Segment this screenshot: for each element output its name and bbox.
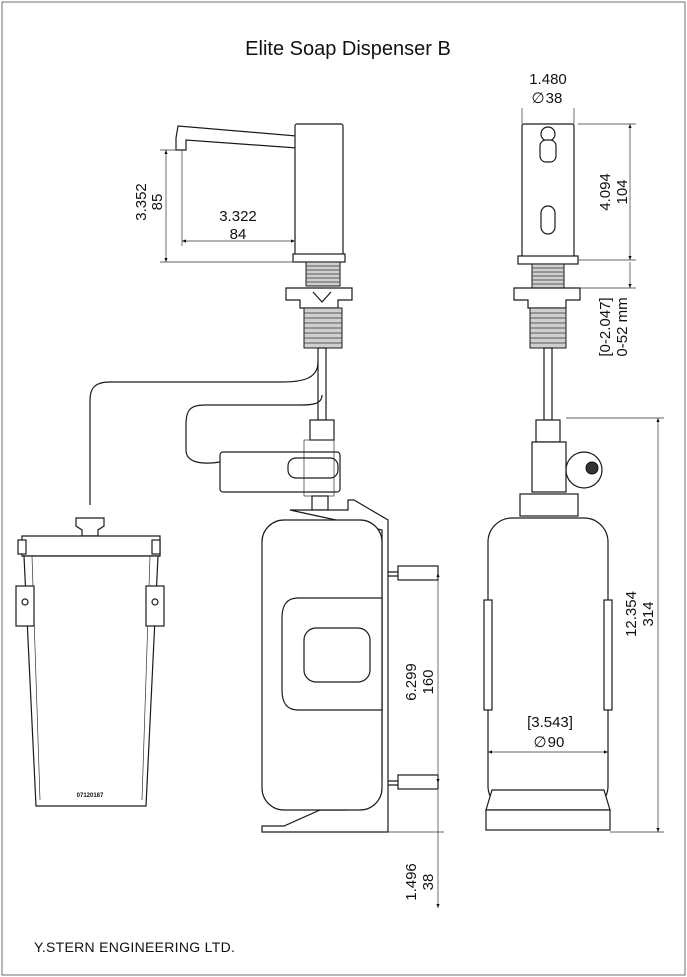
dimension-labels: 3.352 85 3.322 84 1.480 ∅ 38 4.094 104 […	[133, 71, 657, 901]
dim-bottle-diameter-inch: [3.543]	[527, 714, 573, 731]
spout-arm	[175, 125, 298, 151]
dim-spout-height-inch: 3.352	[133, 183, 150, 221]
side-view-faucet	[89, 123, 353, 511]
battery-box-lid	[21, 535, 161, 557]
dim-total-height-mm: 314	[640, 601, 657, 626]
power-cable	[185, 394, 323, 464]
dim-spout-height-mm: 85	[149, 194, 166, 211]
front-view-faucet	[513, 123, 603, 517]
dim-body-height-inch: 4.094	[597, 173, 614, 211]
company-name: Y.STERN ENGINEERING LTD.	[34, 939, 235, 955]
feed-tube	[317, 347, 327, 421]
part-number: 07120187	[77, 793, 104, 799]
bottle-base	[485, 809, 611, 831]
wall-bracket-bottom	[397, 774, 439, 790]
battery-box-knob	[75, 517, 105, 537]
dim-bottom-clearance-mm: 38	[420, 874, 437, 891]
front-view-bottle	[483, 517, 613, 831]
side-view-bottle	[261, 499, 439, 833]
dim-deck-range-inch: [0-2.047]	[597, 297, 614, 356]
dimension-lines	[160, 108, 664, 908]
battery-bracket-left	[15, 585, 35, 627]
tube-connector	[309, 419, 335, 441]
dim-bottom-clearance-inch: 1.496	[403, 863, 420, 901]
sensor-window	[540, 205, 556, 235]
pump-motor	[565, 451, 603, 489]
bottle-front	[487, 517, 609, 811]
pump-front	[531, 441, 567, 493]
faucet-base-ring	[292, 253, 346, 263]
battery-box: 07120187	[15, 517, 165, 807]
spout-outlet	[540, 126, 556, 142]
dim-body-diameter-mm: 38	[546, 90, 563, 107]
dim-bottle-diameter-mm: 90	[548, 734, 565, 751]
dim-bottle-diameter-symbol: ∅	[533, 734, 546, 751]
dim-spout-reach-mm: 84	[230, 226, 247, 243]
dim-deck-range-mm: 0-52 mm	[614, 297, 631, 356]
dim-body-diameter-inch: 1.480	[529, 71, 567, 88]
dim-body-diameter-symbol: ∅	[531, 90, 544, 107]
wall-bracket-top	[397, 565, 439, 581]
dim-total-height-inch: 12.354	[623, 591, 640, 637]
battery-bracket-right	[145, 585, 165, 627]
dim-bracket-spacing-mm: 160	[420, 669, 437, 694]
dim-bracket-spacing-inch: 6.299	[403, 663, 420, 701]
faucet-body	[294, 123, 344, 259]
dim-body-height-mm: 104	[614, 179, 631, 204]
sensor-cable	[89, 361, 319, 505]
drawing-title: Elite Soap Dispenser B	[245, 38, 451, 60]
battery-box-body	[23, 555, 159, 807]
dim-spout-reach-inch: 3.322	[219, 208, 257, 225]
